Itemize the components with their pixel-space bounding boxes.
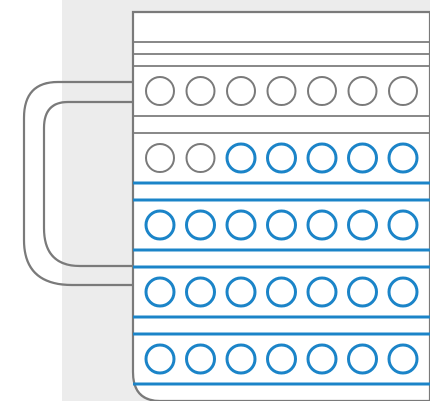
mug-body bbox=[133, 12, 430, 401]
